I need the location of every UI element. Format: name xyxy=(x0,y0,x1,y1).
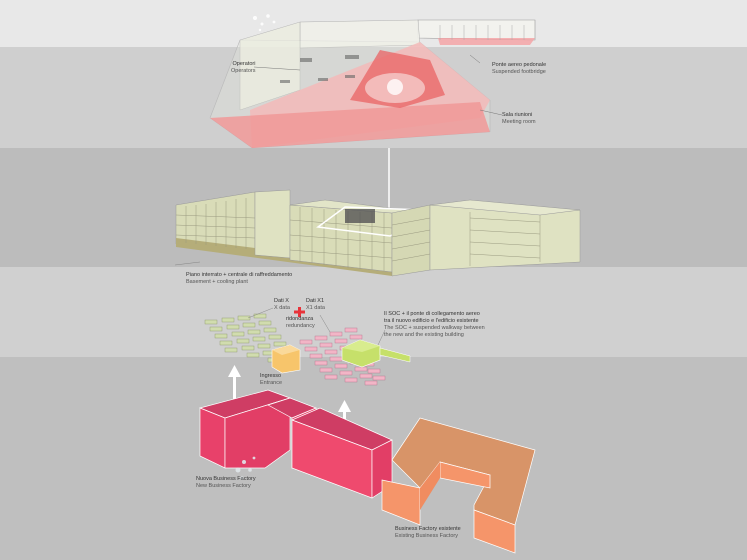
label-entrance-en: Entrance xyxy=(260,380,283,386)
label-soc-line4: the new and the existing building xyxy=(384,332,464,338)
background-band-4 xyxy=(0,267,747,357)
label-soc-line2: tra il nuovo edificio e l'edificio esist… xyxy=(384,318,479,324)
main-building-model xyxy=(174,189,581,277)
business-factory-model xyxy=(198,389,536,554)
label-operators-it: Operatori xyxy=(232,61,256,67)
label-redundancy-it: ridondanza xyxy=(286,316,314,322)
label-new-business-factory: Nuova Business Factory New Business Fact… xyxy=(196,476,256,490)
label-redundancy-en: redundancy xyxy=(286,323,315,329)
data-x-racks xyxy=(204,313,287,363)
label-basement-en: Basement + cooling plant xyxy=(186,279,248,285)
label-data-x-it: Dati X xyxy=(274,298,289,304)
control-room-model xyxy=(209,14,536,149)
plus-icon xyxy=(294,307,305,317)
label-existing-bf-it: Business Factory esistente xyxy=(395,526,461,532)
stars-decoration xyxy=(235,456,256,480)
label-meeting-room-it: Sala riunioni xyxy=(502,112,533,118)
label-new-bf-it: Nuova Business Factory xyxy=(196,476,256,482)
label-footbridge-en: Suspended footbridge xyxy=(492,69,546,75)
label-existing-bf-en: Existing Business Factory xyxy=(395,533,458,539)
label-existing-business-factory: Business Factory esistente Existing Busi… xyxy=(395,526,461,540)
label-soc-line3: The SOC + suspended walkway between xyxy=(384,325,485,331)
label-basement: Piano interrato + centrale di raffreddam… xyxy=(186,272,292,286)
up-arrow-icon xyxy=(228,365,241,403)
label-operators-en: Operators xyxy=(231,68,256,74)
label-soc-line1: Il SOC + il ponte di collegamento aereo xyxy=(384,311,480,317)
label-entrance: Ingresso Entrance xyxy=(260,373,282,387)
label-data-x1-en: X1 data xyxy=(306,305,325,311)
label-data-x1-it: Dati X1 xyxy=(306,298,325,304)
label-meeting-room-en: Meeting room xyxy=(502,119,536,125)
label-footbridge: Ponte aereo pedonale Suspended footbridg… xyxy=(492,62,546,76)
label-data-x1: Dati X1 X1 data xyxy=(306,298,325,312)
label-redundancy: ridondanza redundancy xyxy=(286,316,315,330)
label-data-x-en: X data xyxy=(274,305,290,311)
label-operators: Operatori Operators xyxy=(231,61,255,75)
label-data-x: Dati X X data xyxy=(274,298,290,312)
label-soc: Il SOC + il ponte di collegamento aereo … xyxy=(384,311,485,339)
label-footbridge-it: Ponte aereo pedonale xyxy=(492,62,547,68)
label-new-bf-en: New Business Factory xyxy=(196,483,251,489)
label-basement-it: Piano interrato + centrale di raffreddam… xyxy=(186,272,293,278)
label-entrance-it: Ingresso xyxy=(260,373,282,379)
label-meeting-room: Sala riunioni Meeting room xyxy=(502,112,536,126)
data-modules-model xyxy=(204,307,411,386)
